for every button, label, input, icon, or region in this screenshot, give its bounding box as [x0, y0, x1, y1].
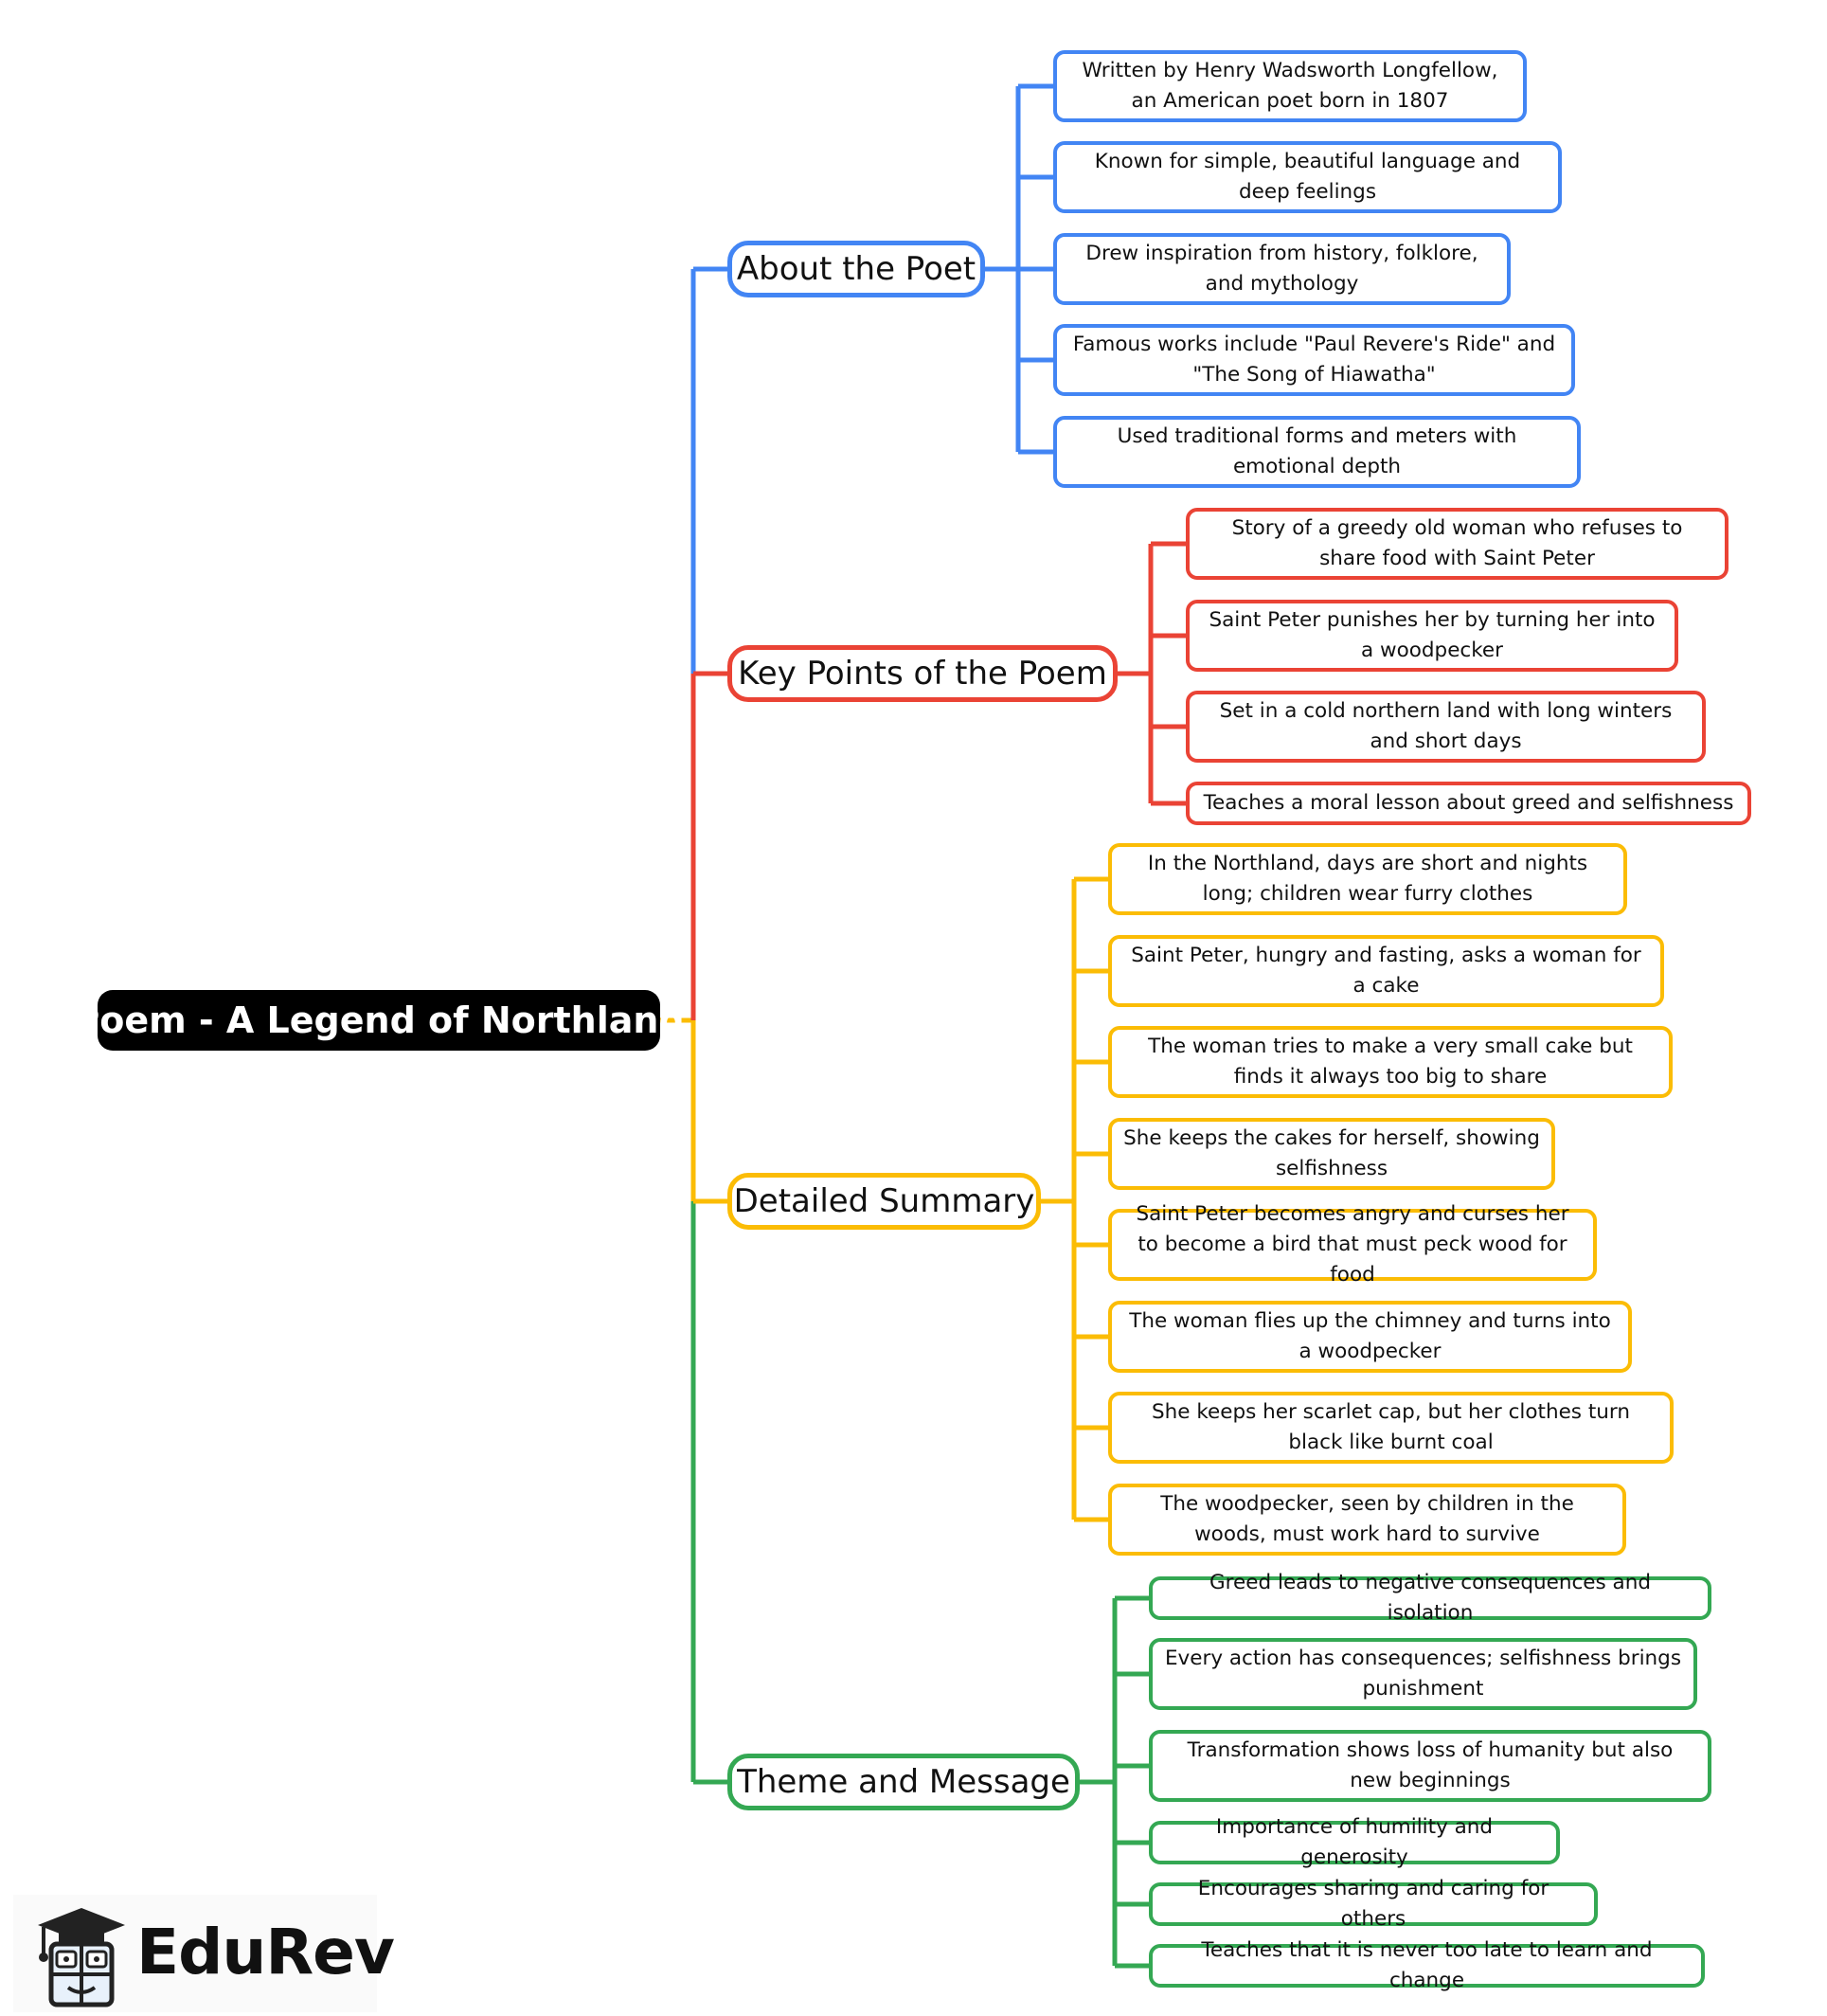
leaf-text: Importance of humility and generosity	[1215, 1815, 1494, 1869]
leaf-summary-1: In the Northland, days are short and nig…	[1108, 843, 1627, 915]
leaf-summary-7: She keeps her scarlet cap, but her cloth…	[1108, 1392, 1674, 1464]
leaf-text: Encourages sharing and caring for others	[1197, 1877, 1549, 1931]
leaf-key-2: Saint Peter punishes her by turning her …	[1186, 600, 1678, 672]
branch-detailed-summary: Detailed Summary	[727, 1173, 1041, 1230]
branch-about-the-poet: About the Poet	[727, 241, 985, 297]
leaf-theme-2: Every action has consequences; selfishne…	[1149, 1638, 1697, 1710]
leaf-key-4: Teaches a moral lesson about greed and s…	[1186, 782, 1751, 825]
leaf-text: Known for simple, beautiful language and…	[1094, 150, 1521, 204]
leaf-summary-2: Saint Peter, hungry and fasting, asks a …	[1108, 935, 1664, 1007]
leaf-summary-8: The woodpecker, seen by children in the …	[1108, 1484, 1626, 1556]
leaf-text: Saint Peter, hungry and fasting, asks a …	[1131, 944, 1641, 998]
leaf-text: Saint Peter becomes angry and curses her…	[1136, 1202, 1569, 1287]
branch-label: Key Points of the Poem	[738, 655, 1107, 693]
leaf-text: Famous works include "Paul Revere's Ride…	[1072, 333, 1556, 387]
root-label: Poem - A Legend of Northland	[73, 999, 685, 1041]
leaf-theme-1: Greed leads to negative consequences and…	[1149, 1571, 1711, 1625]
leaf-text: The woman tries to make a very small cak…	[1148, 1035, 1633, 1089]
leaf-key-1: Story of a greedy old woman who refuses …	[1186, 508, 1728, 580]
leaf-poet-3: Drew inspiration from history, folklore,…	[1053, 233, 1511, 305]
leaf-summary-4: She keeps the cakes for herself, showing…	[1108, 1118, 1555, 1190]
leaf-text: She keeps her scarlet cap, but her cloth…	[1152, 1400, 1630, 1454]
leaf-text: Saint Peter punishes her by turning her …	[1209, 608, 1656, 662]
leaf-text: Story of a greedy old woman who refuses …	[1231, 516, 1683, 570]
leaf-poet-2: Known for simple, beautiful language and…	[1053, 141, 1562, 213]
leaf-summary-5: Saint Peter becomes angry and curses her…	[1108, 1202, 1597, 1287]
leaf-text: Used traditional forms and meters with e…	[1117, 424, 1517, 478]
leaf-text: The woodpecker, seen by children in the …	[1160, 1492, 1574, 1546]
graduation-cap-mascot-icon	[38, 1908, 125, 2007]
leaf-text: In the Northland, days are short and nig…	[1147, 852, 1588, 906]
branch-label: Theme and Message	[737, 1763, 1070, 1801]
leaf-poet-4: Famous works include "Paul Revere's Ride…	[1053, 324, 1575, 396]
leaf-summary-6: The woman flies up the chimney and turns…	[1108, 1301, 1632, 1373]
edurev-logo: EduRev	[13, 1895, 395, 2012]
leaf-summary-3: The woman tries to make a very small cak…	[1108, 1026, 1673, 1098]
branch-theme-and-message: Theme and Message	[727, 1754, 1080, 1810]
leaf-text: Teaches a moral lesson about greed and s…	[1203, 791, 1734, 815]
leaf-text: Every action has consequences; selfishne…	[1164, 1647, 1682, 1701]
leaf-key-3: Set in a cold northern land with long wi…	[1186, 691, 1706, 763]
leaf-text: Greed leads to negative consequences and…	[1209, 1571, 1651, 1625]
branch-label: About the Poet	[736, 250, 976, 288]
leaf-theme-4: Importance of humility and generosity	[1149, 1815, 1560, 1869]
leaf-text: Teaches that it is never too late to lea…	[1201, 1938, 1653, 1992]
leaf-theme-6: Teaches that it is never too late to lea…	[1149, 1938, 1705, 1992]
branch-key-points: Key Points of the Poem	[727, 645, 1118, 702]
leaf-poet-1: Written by Henry Wadsworth Longfellow, a…	[1053, 50, 1527, 122]
leaf-text: The woman flies up the chimney and turns…	[1129, 1309, 1611, 1363]
leaf-text: Drew inspiration from history, folklore,…	[1085, 242, 1478, 296]
leaf-text: Transformation shows loss of humanity bu…	[1187, 1738, 1674, 1792]
branch-label: Detailed Summary	[733, 1182, 1035, 1220]
leaf-theme-5: Encourages sharing and caring for others	[1149, 1877, 1598, 1931]
leaf-text: Written by Henry Wadsworth Longfellow, a…	[1082, 59, 1498, 113]
leaf-text: She keeps the cakes for herself, showing…	[1123, 1126, 1540, 1180]
root-node: Poem - A Legend of Northland	[73, 990, 685, 1051]
leaf-theme-3: Transformation shows loss of humanity bu…	[1149, 1730, 1711, 1802]
leaf-text: Set in a cold northern land with long wi…	[1219, 699, 1673, 753]
leaf-poet-5: Used traditional forms and meters with e…	[1053, 416, 1581, 488]
edurev-logo-text: EduRev	[136, 1916, 395, 1989]
